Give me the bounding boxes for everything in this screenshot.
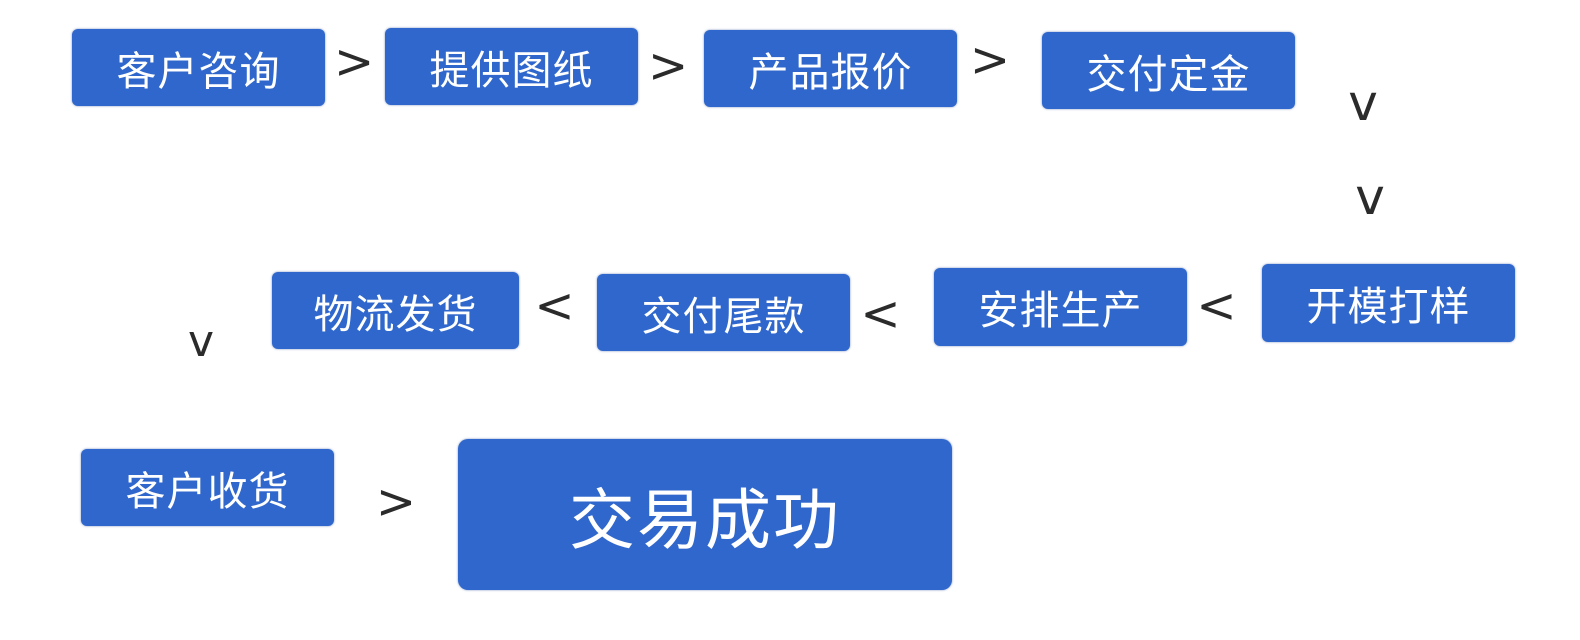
step-logistics-shipping: 物流发货 bbox=[272, 272, 519, 349]
arrow-left-3: < bbox=[534, 278, 575, 334]
arrow-right-3: > bbox=[969, 32, 1011, 88]
step-pay-balance: 交付尾款 bbox=[597, 274, 850, 351]
arrow-down-1: v bbox=[1348, 74, 1378, 132]
step-arrange-production: 安排生产 bbox=[934, 268, 1187, 346]
arrow-right-2: > bbox=[648, 38, 689, 94]
step-customer-receipt: 客户收货 bbox=[81, 449, 334, 526]
step-customer-inquiry: 客户咨询 bbox=[72, 29, 325, 106]
arrow-right-4: > bbox=[375, 474, 417, 530]
step-provide-drawings: 提供图纸 bbox=[385, 28, 638, 105]
arrow-right-1: > bbox=[334, 34, 375, 90]
step-mold-sampling: 开模打样 bbox=[1262, 264, 1515, 342]
arrow-left-2: < bbox=[860, 286, 901, 342]
arrow-down-2: v bbox=[1355, 168, 1385, 226]
step-deal-success: 交易成功 bbox=[458, 439, 952, 590]
step-pay-deposit: 交付定金 bbox=[1042, 32, 1295, 109]
arrow-down-3: v bbox=[187, 316, 215, 367]
step-product-quote: 产品报价 bbox=[704, 30, 957, 107]
arrow-left-1: < bbox=[1196, 278, 1237, 334]
